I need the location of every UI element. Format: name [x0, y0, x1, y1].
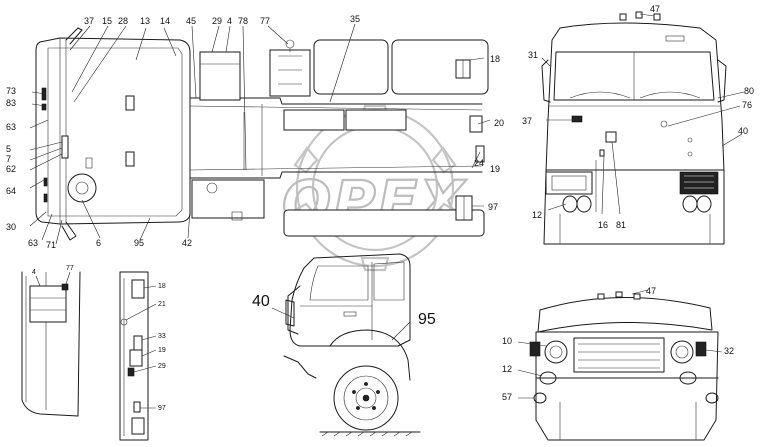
cab-front-left-headlamp: [544, 340, 568, 364]
front-left-headlamp-block: [545, 171, 593, 195]
plan-callout-7: 7: [6, 154, 11, 164]
side-mid-callout-97: 97: [158, 405, 166, 412]
plan-callout-29: 29: [212, 16, 222, 26]
plan-callout-63a: 63: [6, 122, 16, 132]
plan-callout-71: 71: [46, 240, 56, 250]
side-mid-lamp-18: [131, 279, 145, 299]
plan-callout-73: 73: [6, 86, 16, 96]
plan-callout-97: 97: [488, 202, 498, 212]
cab-side-view: 40 95: [252, 253, 436, 437]
cab-side-callout-40: 40: [252, 293, 270, 310]
cab-front-visor: [537, 297, 713, 333]
plan-callout-4: 4: [227, 16, 232, 26]
plan-callout-24: 24: [474, 158, 484, 168]
plan-callout-45: 45: [186, 16, 196, 26]
front-callout-80: 80: [744, 86, 754, 96]
plan-callout-14: 14: [160, 16, 170, 26]
plan-callout-77: 77: [260, 16, 270, 26]
front-view: 47 31 80 76 37 40 12 16 81: [522, 4, 754, 245]
front-callout-81: 81: [616, 220, 626, 230]
plan-callout-20: 20: [494, 118, 504, 128]
plan-rear-tank: [283, 209, 485, 237]
side-mid-callout-21: 21: [158, 301, 166, 308]
front-callout-37: 37: [522, 116, 532, 126]
plan-view: 37 15 28 13 14 45 29 4 78 77 35 18 73 83…: [6, 14, 504, 250]
side-left-callout-4: 4: [32, 269, 36, 276]
side-mid-callout-19: 19: [158, 347, 166, 354]
front-right-headlamp-block: [679, 171, 719, 195]
plan-callout-13: 13: [140, 16, 150, 26]
plan-callout-42: 42: [182, 238, 192, 248]
plan-callout-64: 64: [6, 186, 16, 196]
watermark-logo: OPEX: [281, 104, 467, 272]
plan-roof-lamp: [125, 95, 135, 111]
cab-front-callout-10: 10: [502, 336, 512, 346]
cab-side-wheel: [333, 365, 399, 431]
side-mid-callout-33: 33: [158, 333, 166, 340]
plan-battery-box: [199, 51, 241, 101]
plan-callout-95: 95: [134, 238, 144, 248]
plan-callout-30: 30: [6, 222, 16, 232]
plan-callout-35: 35: [350, 14, 360, 24]
plan-roof-lamp-2: [125, 151, 135, 167]
plan-lower-box: [191, 179, 265, 219]
plan-callout-62: 62: [6, 164, 16, 174]
plan-spare-wheel: [67, 173, 97, 203]
plan-callout-37: 37: [84, 16, 94, 26]
side-mid-callout-29: 29: [158, 363, 166, 370]
cab-front-callout-32: 32: [724, 346, 734, 356]
cab-front-view: 47 10 32 12 57: [502, 286, 734, 441]
cab-front-callout-12: 12: [502, 364, 512, 374]
side-strip-mid: 18 21 33 19 29 97: [119, 271, 166, 441]
front-windshield: [553, 51, 715, 101]
cab-side-callout-95: 95: [418, 311, 436, 328]
front-callout-31: 31: [528, 50, 538, 60]
plan-callout-6: 6: [96, 238, 101, 248]
side-strip-left: 4 77: [21, 265, 81, 417]
plan-air-tank-box: [269, 49, 311, 97]
plan-callout-63b: 63: [28, 238, 38, 248]
cab-front-callout-57: 57: [502, 392, 512, 402]
plan-fuel-tank-left: [313, 39, 389, 95]
plan-callout-18: 18: [490, 54, 500, 64]
front-callout-76: 76: [742, 100, 752, 110]
cab-side-window: [309, 265, 369, 301]
plan-callout-78: 78: [238, 16, 248, 26]
front-callout-12: 12: [532, 210, 542, 220]
front-callout-47: 47: [650, 4, 660, 14]
plan-callout-15: 15: [102, 16, 112, 26]
side-left-battery: [29, 285, 67, 323]
plan-callout-28: 28: [118, 16, 128, 26]
plan-callout-19: 19: [490, 164, 500, 174]
front-callout-40: 40: [738, 126, 748, 136]
cab-front-callout-47: 47: [646, 286, 656, 296]
plan-callout-83: 83: [6, 98, 16, 108]
plan-fuel-tank-right: [391, 39, 489, 95]
front-callout-16: 16: [598, 220, 608, 230]
side-left-callout-77: 77: [66, 265, 74, 272]
side-mid-callout-18: 18: [158, 283, 166, 290]
cab-front-right-headlamp: [670, 340, 694, 364]
plan-callout-5: 5: [6, 144, 11, 154]
